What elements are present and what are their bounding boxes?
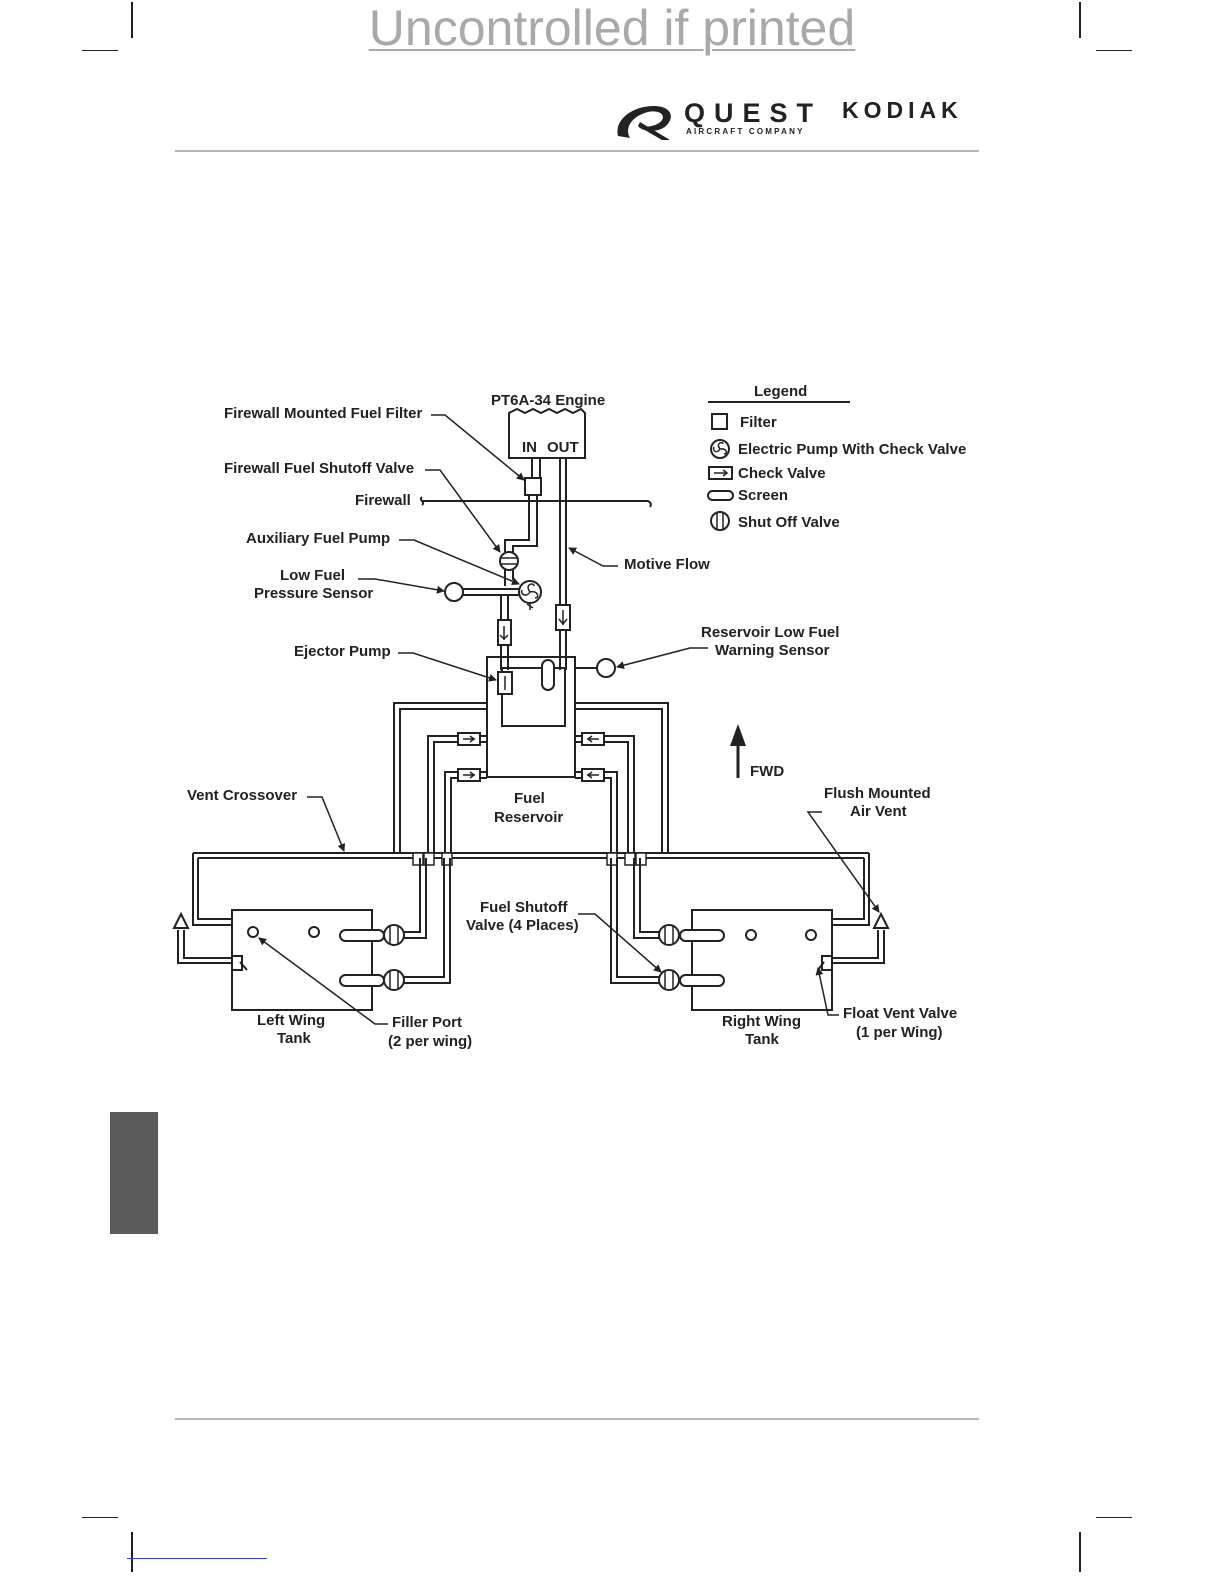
flush-vent-label-line1: Flush Mounted xyxy=(824,785,931,802)
crop-mark xyxy=(82,50,118,51)
crop-mark xyxy=(82,1517,118,1518)
fuel-reservoir-box xyxy=(486,656,576,778)
header-rule xyxy=(175,150,979,152)
right-filler-port-1 xyxy=(745,929,757,941)
crop-mark xyxy=(1096,50,1132,51)
aux-pump-label: Auxiliary Fuel Pump xyxy=(246,530,390,547)
right-shutoff-valves xyxy=(658,924,680,991)
float-vent-label-line2: (1 per Wing) xyxy=(856,1024,943,1041)
filler-port-label-line1: Filler Port xyxy=(392,1014,462,1031)
footer-rule xyxy=(175,1418,979,1420)
firewall-label: Firewall xyxy=(355,492,411,509)
crop-mark xyxy=(1079,2,1081,38)
flush-vent-label-line2: Air Vent xyxy=(850,803,907,820)
brand-product: KODIAK xyxy=(842,97,963,123)
filler-port-label-line2: (2 per wing) xyxy=(388,1033,472,1050)
engine-out-label: OUT xyxy=(547,439,579,456)
firewall-filter-symbol xyxy=(524,477,542,496)
fwd-label: FWD xyxy=(750,763,784,780)
low-fuel-sensor-label-line1: Low Fuel xyxy=(280,567,345,584)
low-fuel-sensor-label-line2: Pressure Sensor xyxy=(254,585,373,602)
right-tank-label-line1: Right Wing xyxy=(722,1013,801,1030)
check-valve-icon xyxy=(708,466,733,480)
brand-logo: QUEST AIRCRAFT COMPANY KODIAK xyxy=(612,96,984,146)
right-tank-screens xyxy=(679,929,725,987)
float-vent-label-line1: Float Vent Valve xyxy=(843,1005,957,1022)
firewall-filter-label: Firewall Mounted Fuel Filter xyxy=(224,405,423,422)
legend: Legend Filter Electric Pump With Check V… xyxy=(707,383,966,531)
engine-in-label: IN xyxy=(522,439,537,456)
forward-arrow-icon xyxy=(730,724,746,778)
reservoir-label-line1: Fuel xyxy=(514,790,545,807)
feed-line xyxy=(504,495,538,552)
footer-link-line xyxy=(127,1558,267,1559)
reservoir-check-valves xyxy=(457,732,605,782)
left-tank-label-line2: Tank xyxy=(277,1030,312,1047)
motive-flow-line xyxy=(559,458,567,670)
crop-mark xyxy=(131,1532,133,1572)
legend-item-label: Electric Pump With Check Valve xyxy=(738,441,966,458)
left-filler-port-1 xyxy=(247,926,259,938)
right-tank-label-line2: Tank xyxy=(745,1031,780,1048)
reservoir-inner xyxy=(501,667,566,727)
shutoff-valve-label-line1: Fuel Shutoff xyxy=(480,899,568,916)
engine-in-line xyxy=(531,458,541,478)
crop-mark xyxy=(1096,1517,1132,1518)
shutoff-valve-label-line2: Valve (4 Places) xyxy=(466,917,579,934)
reservoir-warning-label-line1: Reservoir Low Fuel xyxy=(701,624,839,641)
legend-item-label: Filter xyxy=(740,414,777,431)
firewall-line xyxy=(419,496,652,508)
firewall-shutoff-label: Firewall Fuel Shutoff Valve xyxy=(224,460,414,477)
left-tank-screens xyxy=(339,929,385,987)
right-filler-port-2 xyxy=(805,929,817,941)
left-float-vent xyxy=(172,911,248,971)
reservoir-warning-sensor-symbol xyxy=(596,658,616,678)
electric-pump-icon xyxy=(710,439,730,459)
left-shutoff-valves xyxy=(383,924,405,991)
ejector-pump-label: Ejector Pump xyxy=(294,643,391,660)
vent-crossover-label: Vent Crossover xyxy=(187,787,297,804)
right-float-vent xyxy=(817,911,890,971)
low-fuel-pressure-sensor-symbol xyxy=(444,582,464,602)
swoosh-icon xyxy=(617,106,671,140)
motive-flow-label: Motive Flow xyxy=(624,556,710,573)
screen-icon xyxy=(707,490,734,501)
legend-title: Legend xyxy=(754,383,807,400)
left-filler-port-2 xyxy=(308,926,320,938)
crop-mark xyxy=(1079,1532,1081,1572)
right-wing-tank xyxy=(691,909,833,1011)
vent-crossover xyxy=(192,852,870,926)
shutoff-valve-icon xyxy=(710,511,730,531)
brand-subtitle: AIRCRAFT COMPANY xyxy=(686,127,805,136)
legend-item-label: Check Valve xyxy=(738,465,826,482)
section-tab xyxy=(110,1112,158,1234)
engine-box: IN OUT xyxy=(508,407,586,459)
filter-icon xyxy=(711,413,728,430)
legend-item-label: Shut Off Valve xyxy=(738,514,840,531)
legend-item-label: Screen xyxy=(738,487,788,504)
vent-lines xyxy=(393,702,669,853)
firewall-shutoff-valve-symbol xyxy=(499,551,519,571)
engine-label: PT6A-34 Engine xyxy=(491,392,605,409)
tank-feed-lines xyxy=(404,858,660,984)
reservoir-warning-label-line2: Warning Sensor xyxy=(715,642,830,659)
crop-mark xyxy=(131,2,133,38)
watermark: Uncontrolled if printed xyxy=(368,0,856,56)
auxiliary-pump-symbol xyxy=(518,580,542,610)
left-wing-tank xyxy=(231,909,373,1011)
reservoir-label-line2: Reservoir xyxy=(494,809,563,826)
reservoir-screen-symbol xyxy=(541,659,555,691)
left-tank-label-line1: Left Wing xyxy=(257,1012,325,1029)
brand-quest: QUEST xyxy=(684,98,823,128)
